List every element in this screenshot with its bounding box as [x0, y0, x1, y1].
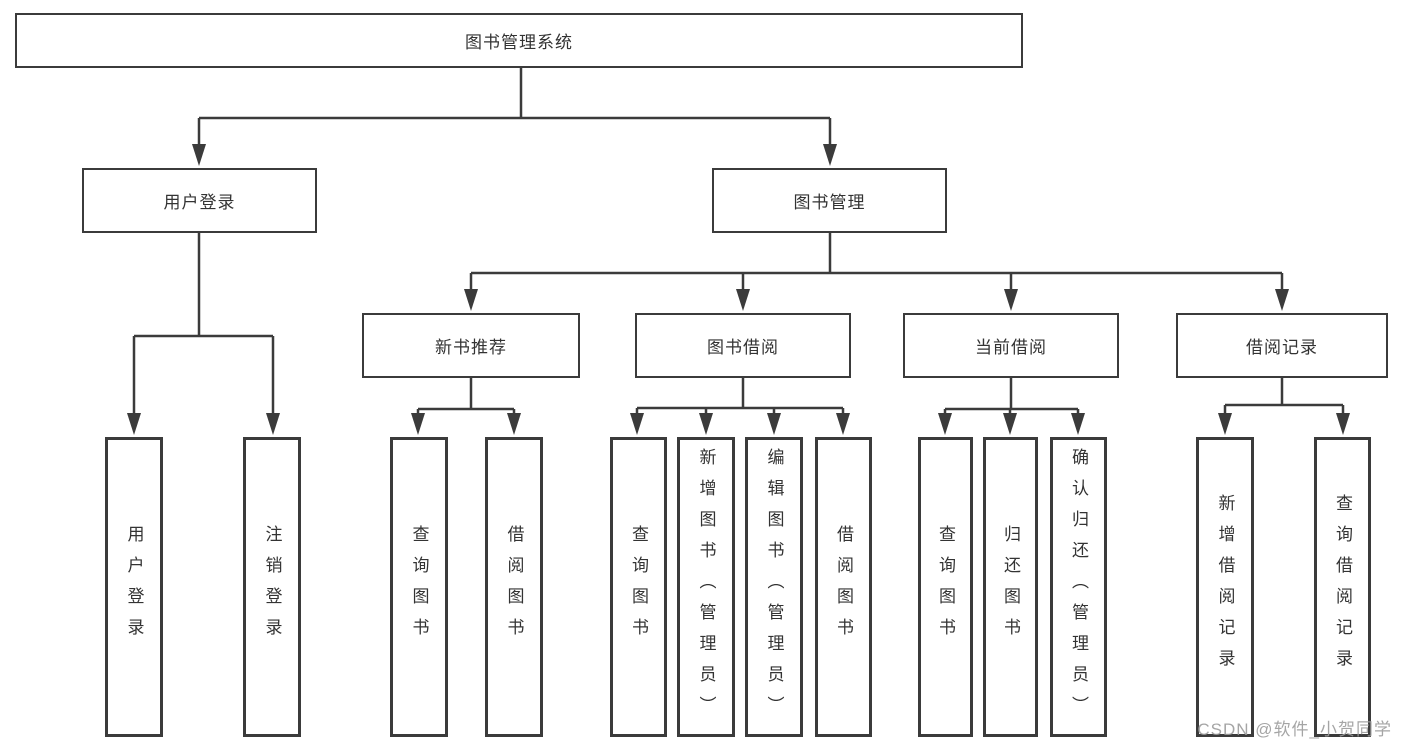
- node-new-book-recommendation: 新书推荐: [362, 313, 580, 378]
- leaf-return-book: 归还图书: [983, 437, 1038, 737]
- node-label: 借阅记录: [1246, 338, 1318, 357]
- node-borrowing-records: 借阅记录: [1176, 313, 1388, 378]
- node-label: 新增图书（管理员）: [696, 447, 716, 727]
- node-user-login-group: 用户登录: [82, 168, 317, 233]
- node-label: 借阅图书: [504, 525, 524, 649]
- node-label: 图书管理: [793, 193, 866, 212]
- node-label: 查询图书: [936, 525, 955, 649]
- node-label: 图书借阅: [707, 338, 779, 357]
- node-book-borrowing: 图书借阅: [635, 313, 851, 378]
- node-label: 借阅图书: [834, 525, 853, 649]
- node-label: 查询图书: [409, 525, 429, 649]
- node-label: 编辑图书（管理员）: [764, 447, 784, 727]
- node-current-borrowing: 当前借阅: [903, 313, 1119, 378]
- csdn-watermark: CSDN @软件_小贺同学: [1197, 720, 1392, 739]
- leaf-borrow-books: 借阅图书: [815, 437, 872, 737]
- node-label: 查询图书: [629, 525, 648, 649]
- leaf-query-borrow-record: 查询借阅记录: [1314, 437, 1371, 737]
- leaf-query-books-current: 查询图书: [918, 437, 973, 737]
- leaf-query-books-recommend: 查询图书: [390, 437, 448, 737]
- leaf-borrow-books-recommend: 借阅图书: [485, 437, 543, 737]
- node-book-management: 图书管理: [712, 168, 947, 233]
- node-label: 查询借阅记录: [1333, 494, 1352, 680]
- node-label: 当前借阅: [975, 338, 1047, 357]
- node-label: 用户登录: [163, 193, 236, 212]
- leaf-edit-book-admin: 编辑图书（管理员）: [745, 437, 803, 737]
- node-label: 用户登录: [124, 525, 144, 649]
- node-label: 新书推荐: [435, 338, 507, 357]
- leaf-add-borrow-record: 新增借阅记录: [1196, 437, 1254, 737]
- node-label: 确认归还（管理员）: [1069, 447, 1088, 727]
- leaf-query-books-borrowing: 查询图书: [610, 437, 667, 737]
- node-label: 归还图书: [1001, 525, 1020, 649]
- leaf-logout: 注销登录: [243, 437, 301, 737]
- leaf-confirm-return-admin: 确认归还（管理员）: [1050, 437, 1107, 737]
- leaf-user-login: 用户登录: [105, 437, 163, 737]
- node-library-management-system: 图书管理系统: [15, 13, 1023, 68]
- node-label: 注销登录: [262, 525, 282, 649]
- node-label: 图书管理系统: [465, 33, 573, 52]
- node-label: 新增借阅记录: [1215, 494, 1235, 680]
- leaf-add-book-admin: 新增图书（管理员）: [677, 437, 735, 737]
